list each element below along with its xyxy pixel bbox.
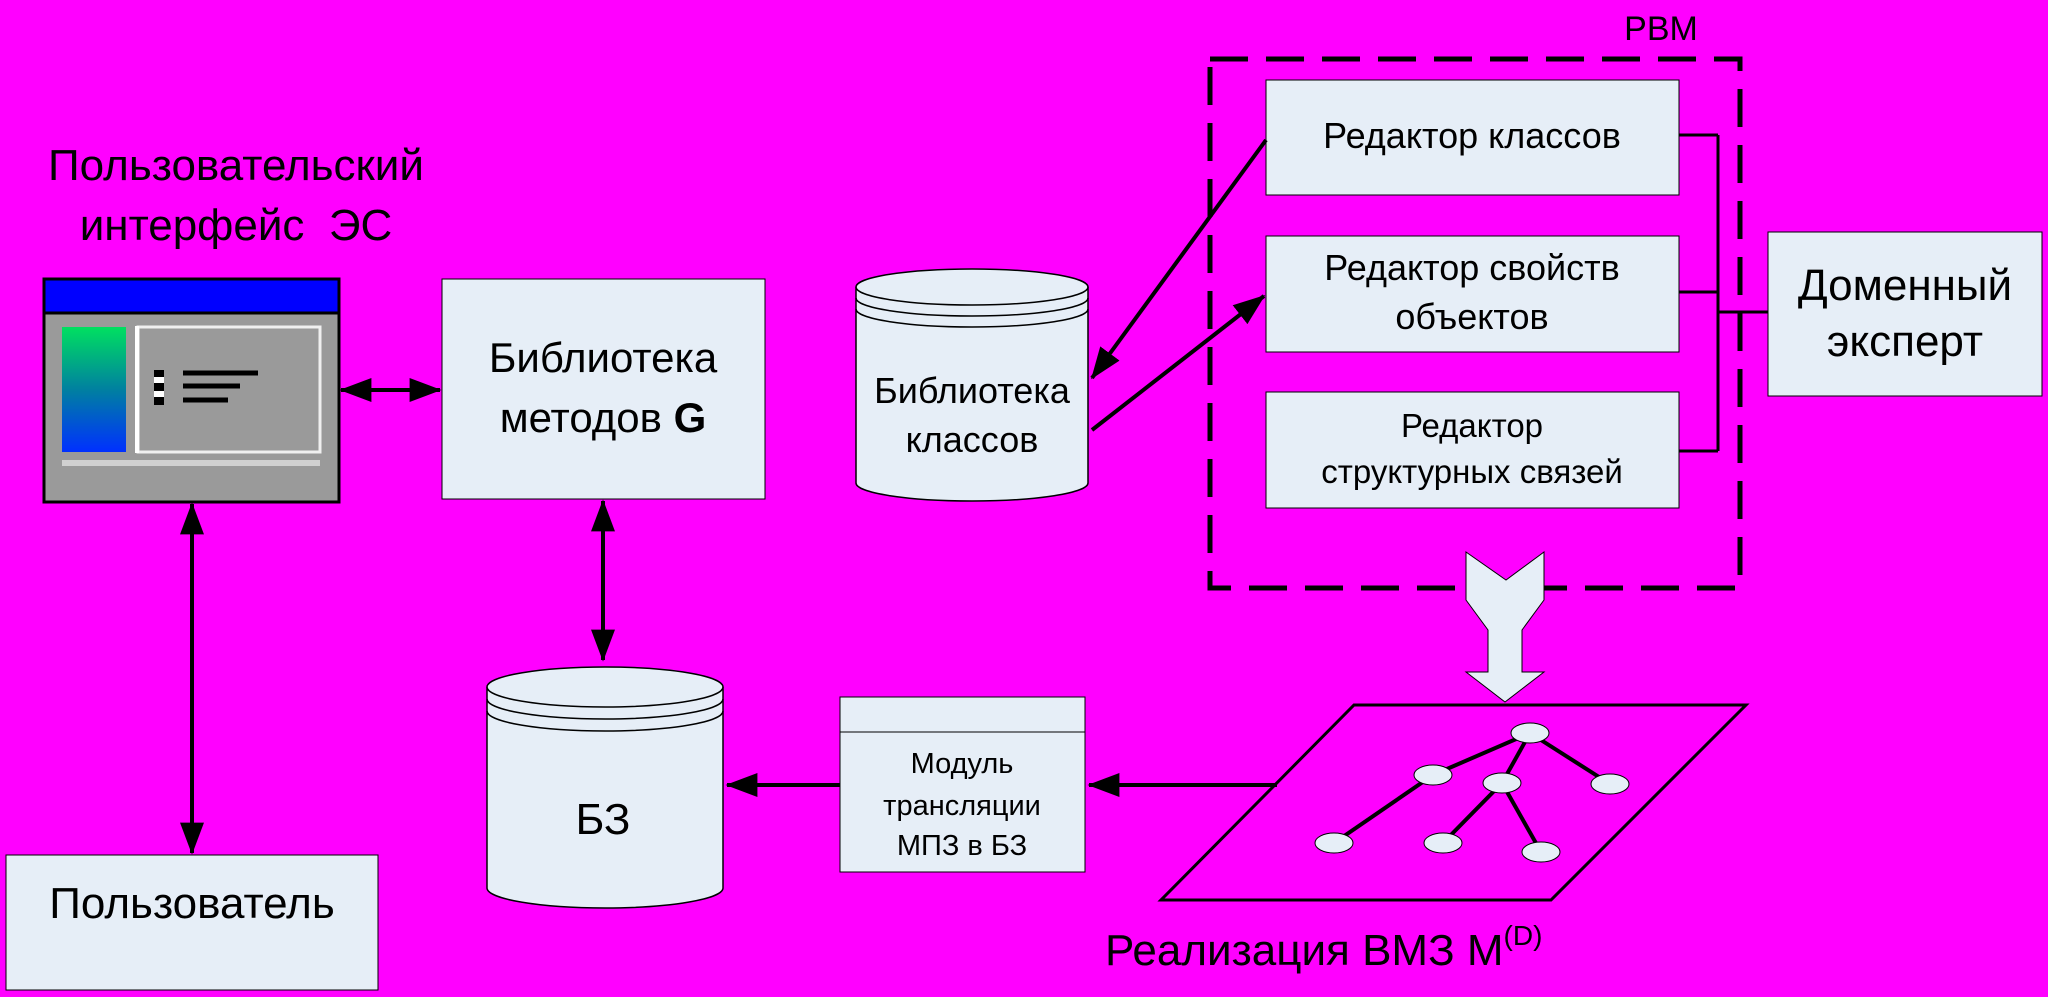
class-editor-box: Редактор классов: [1265, 79, 1680, 196]
user-label: Пользователь: [49, 879, 335, 928]
arrow-library-propseditor: [1090, 294, 1266, 432]
realization-sup: (D): [1504, 920, 1543, 951]
class-library-line2: классов: [906, 419, 1039, 460]
user-box: Пользователь: [5, 854, 379, 991]
translation-line1: Модуль: [911, 748, 1014, 780]
fat-down-arrow: [1464, 551, 1546, 703]
kb-cylinder: БЗ: [486, 666, 724, 909]
expert-line2: эксперт: [1827, 317, 1983, 366]
realization-label: Реализация ВМЗ М(D): [1105, 920, 1542, 975]
connectors: [180, 138, 1277, 855]
ui-label-line2: интерфейс ЭС: [80, 201, 393, 250]
expert-box: Доменный эксперт: [1767, 231, 2043, 397]
library-methods-box: Библиотека методов G: [441, 278, 766, 500]
rvm-label: РВМ: [1624, 10, 1698, 48]
class-library-line1: Библиотека: [874, 370, 1071, 411]
links-editor-line2: структурных связей: [1321, 453, 1623, 490]
ui-label-line1: Пользовательский: [48, 141, 424, 190]
props-editor-line1: Редактор свойств: [1324, 247, 1619, 288]
expert-line1: Доменный: [1798, 261, 2012, 310]
translation-module-box: Модуль трансляции МПЗ в БЗ: [839, 696, 1086, 873]
links-editor-box: Редактор структурных связей: [1265, 391, 1680, 509]
arrow-classeditor-library: [1090, 138, 1268, 380]
props-editor-box: Редактор свойств объектов: [1265, 235, 1680, 353]
kb-label: БЗ: [576, 795, 631, 844]
class-editor-label: Редактор классов: [1323, 115, 1621, 156]
translation-line2: трансляции: [883, 790, 1041, 822]
ui-window-icon: [42, 277, 341, 504]
props-editor-line2: объектов: [1395, 296, 1548, 337]
library-methods-line2: методов G: [500, 394, 707, 441]
class-library-cylinder: Библиотека классов: [855, 268, 1089, 502]
model-realization-graphic: [1157, 703, 1750, 902]
links-editor-line1: Редактор: [1401, 407, 1543, 444]
editors-bracket: [1679, 133, 1768, 453]
translation-line3: МПЗ в БЗ: [897, 830, 1027, 862]
library-methods-line1: Библиотека: [489, 334, 718, 381]
library-methods-bold: G: [674, 394, 707, 441]
